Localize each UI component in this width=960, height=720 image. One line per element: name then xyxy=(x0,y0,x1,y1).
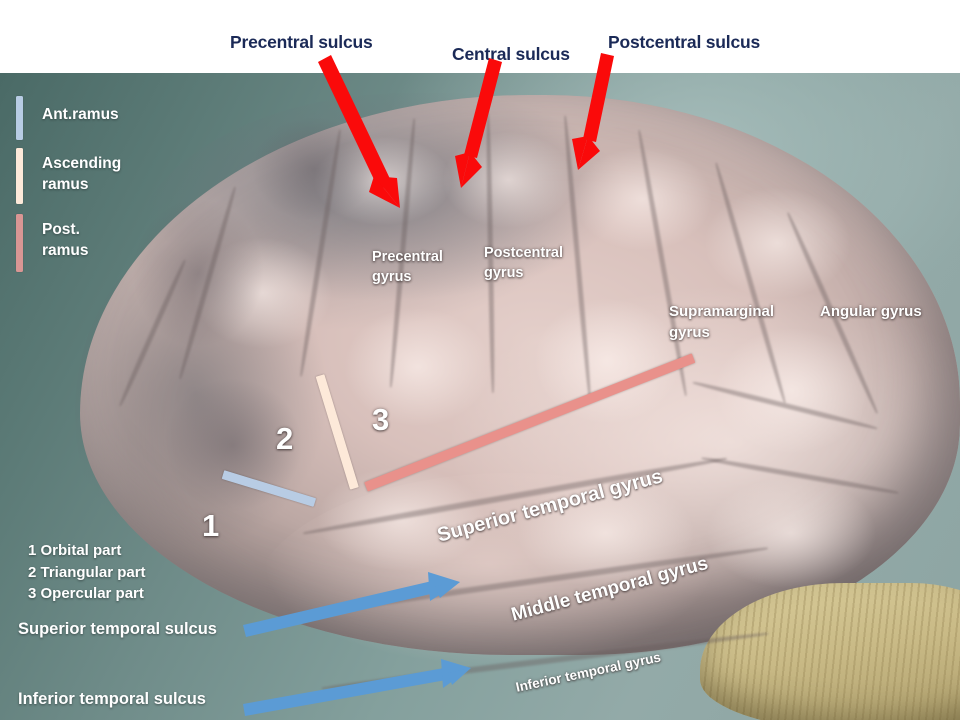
legend-swatch-ant-ramus xyxy=(16,96,23,140)
legend-swatch-ascending-ramus xyxy=(16,148,23,204)
label-inferior-temporal-sulcus: Inferior temporal sulcus xyxy=(18,690,206,708)
label-supramarginal-gyrus: Supramarginal gyrus xyxy=(669,303,775,341)
marker-1-orbital-part: 1 xyxy=(202,508,220,543)
marker-2-triangular-part: 2 xyxy=(276,421,294,456)
parts-key-list: 1 Orbital part 2 Triangular part 3 Operc… xyxy=(28,542,146,602)
gyrus-highlight xyxy=(300,463,520,603)
legend-swatch-post-ramus xyxy=(16,214,23,272)
label-postcentral-gyrus: Postcentral gyrus xyxy=(484,245,563,281)
label-central-sulcus: Central sulcus xyxy=(452,44,570,64)
gyrus-highlight xyxy=(520,293,710,463)
legend-label-ascending-ramus: Ascending ramus xyxy=(42,155,122,193)
marker-3-opercular-part: 3 xyxy=(372,402,390,437)
gyrus-highlight xyxy=(700,323,900,493)
gyrus-shadow xyxy=(120,193,290,393)
gyrus-highlight xyxy=(180,233,360,383)
label-precentral-sulcus: Precentral sulcus xyxy=(230,32,373,52)
gyrus-shadow xyxy=(150,373,330,553)
gyrus-highlight xyxy=(690,473,910,623)
gyrus-highlight xyxy=(690,183,880,333)
label-superior-temporal-sulcus: Superior temporal sulcus xyxy=(18,620,217,638)
label-angular-gyrus: Angular gyrus xyxy=(820,303,922,320)
label-postcentral-sulcus: Postcentral sulcus xyxy=(608,32,761,52)
legend-label-post-ramus: Post. ramus xyxy=(42,221,89,259)
gyrus-shadow xyxy=(240,113,400,253)
legend-label-ant-ramus: Ant.ramus xyxy=(42,106,119,123)
label-precentral-gyrus: Precentral gyrus xyxy=(372,249,443,285)
